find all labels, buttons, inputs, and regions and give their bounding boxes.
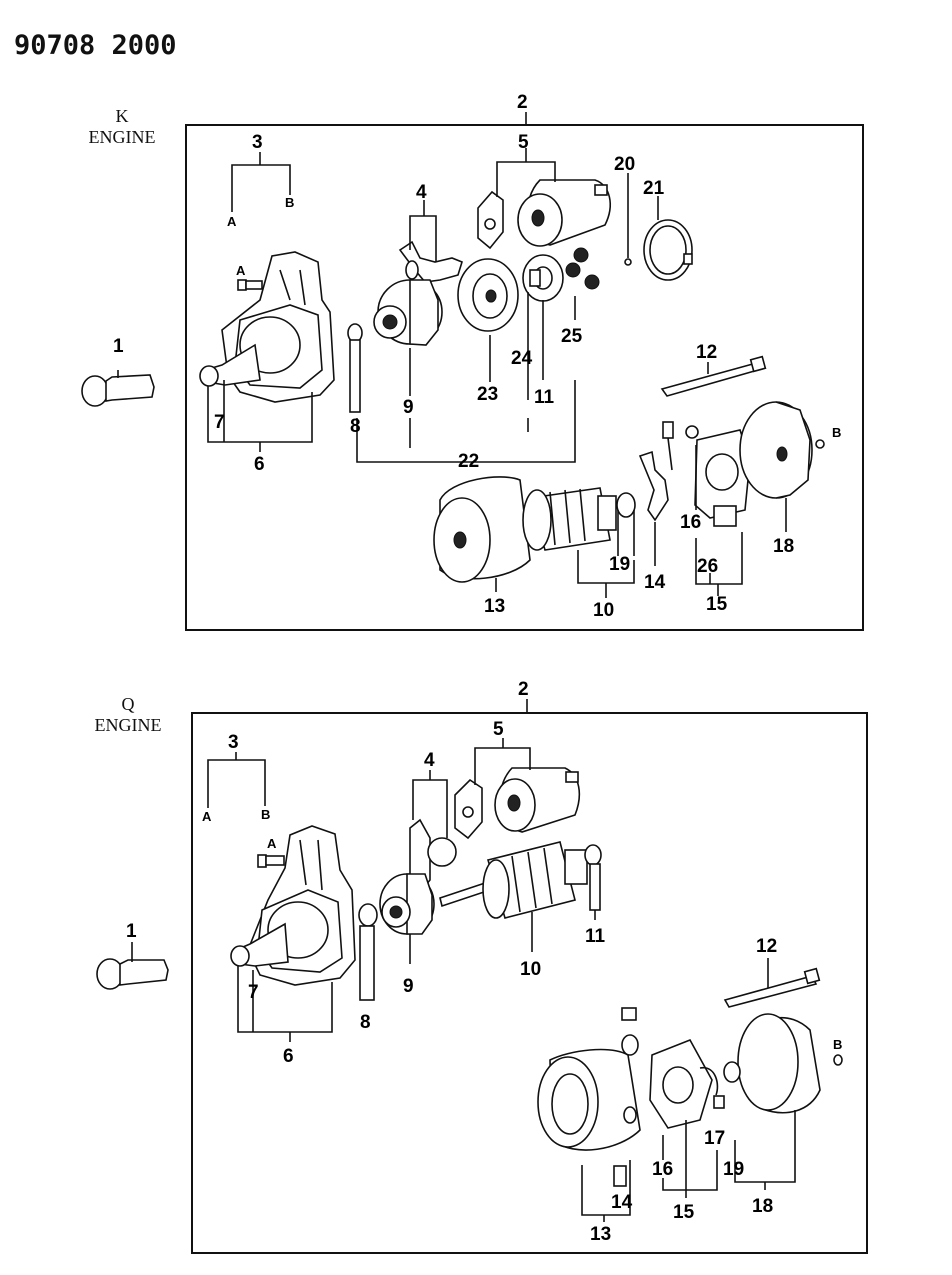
document-id: 90708 2000 xyxy=(14,30,177,61)
k-label-3: 3 xyxy=(252,132,263,153)
q-engine-section xyxy=(96,699,868,1254)
k-label-12: 12 xyxy=(696,342,717,363)
k-label-22: 22 xyxy=(458,451,479,472)
k-label-5: 5 xyxy=(518,132,529,153)
k-label-7: 7 xyxy=(214,412,225,433)
k-label-1: 1 xyxy=(113,336,124,357)
k-yoke-part-13 xyxy=(433,476,531,583)
k-label-26: 26 xyxy=(697,556,718,577)
q-through-bolt-part-12 xyxy=(723,967,821,1008)
q-label-5: 5 xyxy=(493,719,504,740)
k-label-10: 10 xyxy=(593,600,614,621)
q-label-screw-b: B xyxy=(833,1037,842,1052)
k-label-23: 23 xyxy=(477,384,498,405)
k-label-25: 25 xyxy=(561,326,583,347)
q-label-4: 4 xyxy=(424,750,435,771)
k-label-bolt-a: A xyxy=(236,263,246,278)
q-armature-part-10 xyxy=(439,841,602,919)
k-plate-part-23 xyxy=(457,258,519,332)
k-bolt-a xyxy=(237,279,263,291)
k-label-21: 21 xyxy=(643,178,665,199)
q-label-16: 16 xyxy=(652,1159,673,1180)
q-label-8: 8 xyxy=(360,1012,371,1033)
q-label-7: 7 xyxy=(248,982,259,1003)
k-engine-label: K ENGINE xyxy=(78,106,166,148)
q-label-3: 3 xyxy=(228,732,239,753)
k-label-2: 2 xyxy=(517,92,528,113)
k-brush-part-14 xyxy=(638,421,674,522)
k-callout-labels: 2 3 A B A 1 4 5 20 21 7 6 8 9 23 24 25 1… xyxy=(113,92,841,621)
q-bolt-part-1 xyxy=(96,942,169,990)
k-pin-part-8 xyxy=(347,323,363,413)
q-label-13: 13 xyxy=(590,1224,611,1245)
k-solenoid-part-5 xyxy=(477,179,611,250)
k-label-13: 13 xyxy=(484,596,505,617)
q-label-1: 1 xyxy=(126,921,137,942)
q-label-17: 17 xyxy=(704,1128,725,1149)
q-label-6: 6 xyxy=(283,1046,294,1067)
q-pin-part-11 xyxy=(589,863,601,911)
k-label-4: 4 xyxy=(416,182,427,203)
k-label-11: 11 xyxy=(534,387,555,408)
k-bolt-part-1 xyxy=(81,370,155,407)
q-label-3b: B xyxy=(261,807,270,822)
q-label-14: 14 xyxy=(611,1192,633,1213)
q-label-12: 12 xyxy=(756,936,777,957)
k-label-18: 18 xyxy=(773,536,794,557)
k-label-6: 6 xyxy=(254,454,265,475)
q-drive-part-9 xyxy=(379,873,435,935)
q-label-18: 18 xyxy=(752,1196,773,1217)
q-label-10: 10 xyxy=(520,959,541,980)
k-engine-letter: K xyxy=(115,106,129,126)
k-armature-part-10 xyxy=(522,487,636,551)
k-gear-set-part-11 xyxy=(522,247,600,302)
k-engine-section xyxy=(81,112,864,631)
q-brush-part-14 xyxy=(613,1007,639,1187)
k-front-housing-part-6 xyxy=(199,251,335,403)
k-label-15: 15 xyxy=(706,594,728,615)
q-label-2: 2 xyxy=(518,679,529,700)
q-engine-word: ENGINE xyxy=(94,715,162,735)
k-end-cover-part-18 xyxy=(739,401,825,499)
q-label-3a: A xyxy=(202,809,212,824)
k-brush-holder-part-15 xyxy=(685,425,751,527)
k-label-3a: A xyxy=(227,214,237,229)
k-drive-part-9 xyxy=(373,279,443,346)
k-label-14: 14 xyxy=(644,572,666,593)
q-label-11: 11 xyxy=(585,926,606,947)
k-engine-word: ENGINE xyxy=(88,127,156,147)
k-through-bolt-part-12 xyxy=(660,355,767,397)
q-bolt-a xyxy=(257,854,285,868)
k-ring-part-21 xyxy=(643,219,693,281)
q-washer-part-8 xyxy=(358,903,378,1001)
q-solenoid-part-5 xyxy=(454,767,581,840)
q-label-19: 19 xyxy=(723,1159,744,1180)
k-label-24: 24 xyxy=(511,348,533,369)
k-lever-part-4 xyxy=(398,240,463,283)
q-engine-label: Q ENGINE xyxy=(84,694,172,736)
q-callout-labels: 2 3 A B A 1 4 5 7 6 8 9 10 11 12 B 17 16… xyxy=(126,679,842,1245)
k-label-20: 20 xyxy=(614,154,635,175)
q-label-bolt-a: A xyxy=(267,836,277,851)
k-frame xyxy=(185,124,864,631)
k-label-3b: B xyxy=(285,195,294,210)
k-label-screw-b: B xyxy=(832,425,841,440)
k-label-9: 9 xyxy=(403,397,414,418)
q-brush-holder-part-15 xyxy=(649,1038,725,1129)
q-end-cover-part-18 xyxy=(723,1013,843,1114)
q-label-9: 9 xyxy=(403,976,414,997)
k-label-19: 19 xyxy=(609,554,630,575)
k-label-16: 16 xyxy=(680,512,701,533)
q-front-housing-part-6 xyxy=(230,825,356,986)
q-yoke-part-13 xyxy=(537,1048,641,1151)
q-frame xyxy=(191,712,868,1254)
q-engine-letter: Q xyxy=(121,694,135,714)
q-label-15: 15 xyxy=(673,1202,695,1223)
k-label-8: 8 xyxy=(350,416,361,437)
